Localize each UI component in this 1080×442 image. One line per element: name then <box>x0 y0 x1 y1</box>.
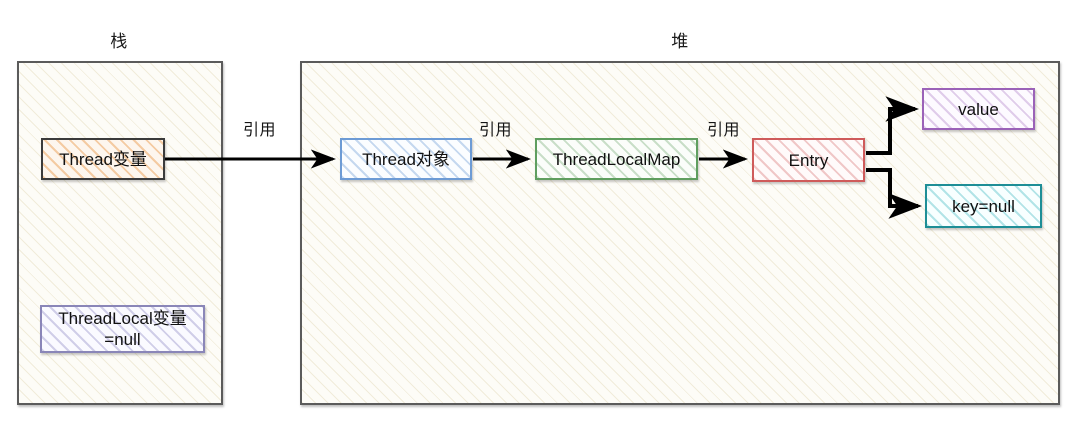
node-value[interactable]: value <box>922 88 1035 130</box>
edge-label-ref-3: 引用 <box>707 122 741 139</box>
stack-container <box>17 61 223 405</box>
node-thread-obj[interactable]: Thread对象 <box>340 138 472 180</box>
node-threadlocal-var-label: ThreadLocal变量 =null <box>58 309 187 349</box>
edge-label-ref-2: 引用 <box>479 122 513 139</box>
node-thread-obj-label: Thread对象 <box>362 149 450 169</box>
node-threadlocal-map[interactable]: ThreadLocalMap <box>535 138 698 180</box>
node-threadlocal-var[interactable]: ThreadLocal变量 =null <box>40 305 205 353</box>
node-key-null[interactable]: key=null <box>925 184 1042 228</box>
node-entry-label: Entry <box>788 150 829 170</box>
node-value-label: value <box>958 99 999 119</box>
node-thread-var[interactable]: Thread变量 <box>41 138 165 180</box>
stack-region-title: 栈 <box>110 32 128 51</box>
edge-label-ref-1: 引用 <box>243 122 277 139</box>
heap-region-title: 堆 <box>671 32 689 51</box>
node-entry[interactable]: Entry <box>752 138 865 182</box>
node-key-null-label: key=null <box>952 196 1015 216</box>
node-thread-var-label: Thread变量 <box>59 149 147 169</box>
node-threadlocal-map-label: ThreadLocalMap <box>552 149 681 169</box>
